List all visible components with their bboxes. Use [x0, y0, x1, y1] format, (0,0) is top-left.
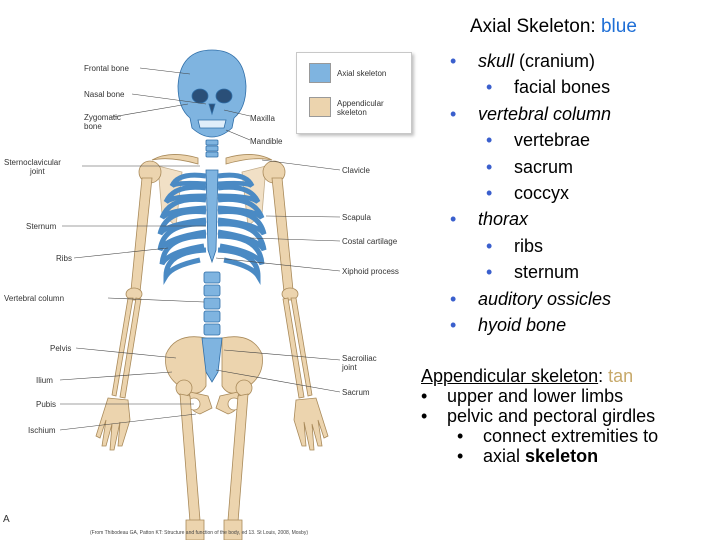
slide-title: Axial Skeleton: blue	[470, 16, 637, 38]
label-costal-cartilage: Costal cartilage	[342, 237, 398, 246]
label-sternoclavicular-line1: Sternoclavicular	[4, 158, 61, 167]
label-sternoclavicular-line2: joint	[30, 167, 45, 176]
title-prefix: Axial Skeleton:	[470, 16, 601, 37]
bullet-glyph: •	[450, 288, 457, 309]
label-zygomatic-bone-line1: Zygomatic	[84, 113, 121, 122]
label-clavicle: Clavicle	[342, 166, 371, 175]
bullet-glyph: •	[450, 315, 457, 336]
axial-bone-list: • skull (cranium) • facial bones • vertebral …	[450, 48, 611, 338]
axial-list-item: • hyoid bone	[450, 312, 611, 338]
color-legend: Axial skeleton Appendicular skeleton	[296, 52, 412, 134]
label-sternum: Sternum	[26, 222, 57, 231]
label-ischium: Ischium	[28, 426, 56, 435]
panel-letter: A	[3, 514, 10, 525]
label-frontal-bone: Frontal bone	[84, 64, 129, 73]
axial-list-item-text: coccyx	[514, 183, 570, 204]
appendicular-list-item-text: axial	[483, 446, 526, 466]
label-scapula: Scapula	[342, 213, 371, 222]
axial-list-item: • ribs	[450, 233, 611, 259]
title-color-word: blue	[600, 16, 637, 37]
appendicular-list-item: • connect extremities to	[421, 426, 658, 446]
bullet-glyph: •	[486, 262, 493, 283]
appendicular-color-word: tan	[608, 366, 634, 386]
appendicular-list-item-text: upper and lower limbs	[447, 386, 624, 406]
label-pelvis: Pelvis	[50, 344, 72, 353]
bullet-glyph: •	[421, 386, 428, 406]
label-vertebral-column: Vertebral column	[4, 294, 65, 303]
label-sacrum: Sacrum	[342, 388, 370, 397]
axial-list-item: • vertebral column	[450, 101, 611, 127]
label-sacroiliac-joint-line1: Sacroiliac	[342, 354, 377, 363]
axial-list-item: • thorax	[450, 206, 611, 232]
bullet-glyph: •	[486, 235, 493, 256]
axial-list-item-text: ribs	[514, 235, 544, 256]
skeleton-figure: Frontal bone Nasal bone Zygomatic bone S…	[3, 49, 412, 541]
bullet-glyph: •	[450, 209, 457, 230]
axial-list-item: • auditory ossicles	[450, 286, 611, 312]
axial-list-item: • sacrum	[450, 154, 611, 180]
axial-list-item-text: thorax	[478, 209, 529, 230]
axial-list-item: • vertebrae	[450, 127, 611, 153]
legend-swatch-axial	[309, 63, 331, 83]
axial-list-item: • skull (cranium)	[450, 48, 611, 74]
appendicular-heading: Appendicular skeleton	[421, 366, 599, 386]
leader-lines	[59, 67, 341, 431]
appendicular-list-item: • axial skeleton	[421, 446, 658, 466]
axial-list-item-text: vertebral column	[478, 103, 612, 124]
axial-list-item-text: sacrum	[514, 156, 574, 177]
axial-list-item-text: facial bones	[514, 77, 611, 98]
axial-list-item-text: sternum	[514, 262, 580, 283]
bullet-glyph: •	[486, 77, 493, 98]
legend-label-appendicular-line2: skeleton	[337, 108, 367, 117]
appendicular-list-item-bold: skeleton	[525, 446, 599, 466]
bullet-glyph: •	[421, 406, 428, 426]
axial-list-item: • sternum	[450, 259, 611, 285]
appendicular-list-item-text: pelvic and pectoral girdles	[447, 406, 656, 426]
bullet-glyph: •	[486, 183, 493, 204]
axial-list-item-text: hyoid bone	[478, 315, 567, 336]
bullet-glyph: •	[486, 156, 493, 177]
axial-list-item-suffix: (cranium)	[514, 51, 596, 71]
appendicular-list-item-text: connect extremities to	[483, 426, 659, 446]
axial-list-item-text: auditory ossicles	[478, 288, 612, 309]
bullet-glyph: •	[457, 426, 464, 446]
label-maxilla: Maxilla	[250, 114, 275, 123]
bullet-glyph: •	[457, 446, 464, 466]
appendicular-bone-list: •upper and lower limbs•pelvic and pector…	[421, 386, 658, 466]
axial-list-item-text: skull	[478, 51, 515, 71]
axial-list-item: • coccyx	[450, 180, 611, 206]
skeleton-illustration	[59, 49, 341, 541]
label-ribs: Ribs	[56, 254, 73, 263]
legend-label-axial: Axial skeleton	[337, 69, 387, 78]
appendicular-section: Appendicular skeleton: tan • upper and lo…	[421, 366, 658, 466]
label-xiphoid-process: Xiphoid process	[342, 267, 399, 276]
label-mandible: Mandible	[250, 137, 283, 146]
bullet-glyph: •	[450, 51, 457, 71]
appendicular-colon: :	[598, 366, 609, 386]
label-pubis: Pubis	[36, 400, 57, 409]
legend-label-appendicular-line1: Appendicular	[337, 99, 384, 108]
appendicular-list-item: • pelvic and pectoral girdles	[421, 406, 658, 426]
bullet-glyph: •	[486, 130, 493, 151]
appendicular-list-item: • upper and lower limbs	[421, 386, 658, 406]
legend-swatch-appendicular	[309, 97, 331, 117]
label-nasal-bone: Nasal bone	[84, 90, 125, 99]
label-sacroiliac-joint-line2: joint	[342, 363, 357, 372]
label-ilium: Ilium	[36, 376, 53, 385]
bullet-glyph: •	[450, 103, 457, 124]
label-zygomatic-bone-line2: bone	[84, 122, 102, 131]
axial-bones	[157, 49, 267, 383]
figure-credit: (From Thibodeau GA, Patton KT: Structure…	[90, 530, 308, 536]
axial-list-item: • facial bones	[450, 74, 611, 100]
axial-list-item-text: vertebrae	[514, 130, 591, 151]
appendicular-heading-row: Appendicular skeleton: tan	[421, 366, 658, 386]
